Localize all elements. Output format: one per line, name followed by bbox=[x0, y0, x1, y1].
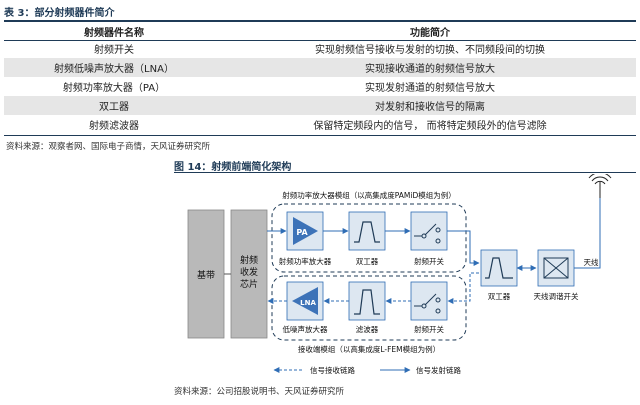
figure-source: 资料来源：公司招股说明书、天风证券研究所 bbox=[174, 387, 345, 397]
tx-filter-block bbox=[348, 211, 386, 251]
duplexer-caption: 双工器 bbox=[488, 292, 511, 301]
legend-tx-label: 信号发射链路 bbox=[416, 365, 461, 375]
table-bottom-rule bbox=[4, 135, 636, 136]
lna-triangle-icon bbox=[292, 287, 318, 315]
device-function: 保留特定频段内的信号， 而将特定频段外的信号滤除 bbox=[313, 121, 547, 132]
device-name: 射频滤波器 bbox=[89, 121, 139, 132]
figure-top-rule bbox=[174, 172, 636, 173]
rf-frontend-diagram: 基带 射频 收发 芯片 射频功率放大器模组（以高集成度PAMiD模组为例） 接收… bbox=[187, 174, 612, 375]
antenna-icon bbox=[588, 174, 612, 198]
tx-module-label: 射频功率放大器模组（以高集成度PAMiD模组为例） bbox=[282, 190, 456, 200]
pa-caption: 射频功率放大器 bbox=[279, 256, 332, 266]
table-source: 资料来源：观察者网、国际电子商情，天风证券研究所 bbox=[6, 142, 211, 152]
device-name: 射频功率放大器（PA） bbox=[62, 83, 166, 94]
tx-switch-caption: 射频开关 bbox=[414, 256, 444, 266]
device-name: 射频开关 bbox=[94, 45, 134, 56]
baseband-block bbox=[187, 209, 225, 339]
legend-rx-label: 信号接收链路 bbox=[310, 365, 355, 375]
device-function: 实现发射通道的射频信号放大 bbox=[365, 83, 495, 94]
tx-switch-icon bbox=[414, 223, 441, 244]
rx-switch-icon bbox=[414, 293, 441, 314]
rx-filter-icon bbox=[354, 289, 380, 315]
transceiver-label-line1: 射频 bbox=[240, 254, 258, 266]
antenna-feed bbox=[574, 198, 601, 269]
tx-filter-caption: 双工器 bbox=[356, 257, 379, 266]
rx-filter-caption: 滤波器 bbox=[356, 324, 379, 334]
rx-module-label: 接收端模组（以高集成度L-FEM模组为例） bbox=[298, 344, 440, 354]
table-header-rule bbox=[4, 40, 636, 41]
pa-triangle-icon bbox=[293, 217, 318, 245]
table-row: 射频开关 实现射频信号接收与发射的切换、不同频段间的切换 bbox=[4, 39, 636, 58]
device-function: 实现接收通道的射频信号放大 bbox=[224, 58, 636, 77]
device-name: 射频低噪声放大器（LNA） bbox=[4, 58, 224, 77]
table-top-rule bbox=[4, 20, 636, 22]
antenna-switch-caption: 天线调谐开关 bbox=[534, 291, 579, 301]
rx-module-outline bbox=[271, 275, 467, 341]
transceiver-label-line3: 芯片 bbox=[240, 278, 258, 290]
duplexer-block bbox=[480, 249, 518, 287]
antenna-switch-icon bbox=[543, 257, 569, 279]
device-name: 双工器 bbox=[4, 96, 224, 115]
pa-text: PA bbox=[296, 228, 308, 237]
device-function: 实现射频信号接收与发射的切换、不同频段间的切换 bbox=[315, 45, 545, 56]
rx-arrow bbox=[447, 272, 479, 304]
transceiver-label-line2: 收发 bbox=[240, 266, 258, 278]
table-row: 射频功率放大器（PA） 实现发射通道的射频信号放大 bbox=[4, 77, 636, 96]
header-device-name: 射频器件名称 bbox=[84, 27, 144, 39]
table-header-row: 射频器件名称 功能简介 bbox=[4, 23, 636, 39]
lna-text: LNA bbox=[300, 299, 316, 307]
rf-device-table: 射频器件名称 功能简介 射频开关 实现射频信号接收与发射的切换、不同频段间的切换… bbox=[4, 23, 636, 134]
duplexer-icon bbox=[485, 257, 513, 279]
tx-module-outline bbox=[271, 203, 467, 273]
lna-caption: 低噪声放大器 bbox=[283, 324, 328, 334]
header-function: 功能简介 bbox=[410, 27, 450, 39]
tx-arrow bbox=[447, 230, 480, 266]
figure-title: 图 14：射频前端简化架构 bbox=[174, 162, 292, 173]
table-title: 表 3：部分射频器件简介 bbox=[4, 8, 115, 19]
tx-filter-icon bbox=[354, 221, 380, 243]
device-function: 对发射和接收信号的隔离 bbox=[224, 96, 636, 115]
table-row: 双工器 对发射和接收信号的隔离 bbox=[4, 96, 636, 115]
rx-switch-caption: 射频开关 bbox=[414, 324, 444, 334]
table-row: 射频低噪声放大器（LNA） 实现接收通道的射频信号放大 bbox=[4, 58, 636, 77]
table-row: 射频滤波器 保留特定频段内的信号， 而将特定频段外的信号滤除 bbox=[4, 115, 636, 134]
baseband-label: 基带 bbox=[197, 269, 215, 281]
antenna-caption: 天线 bbox=[584, 257, 599, 267]
